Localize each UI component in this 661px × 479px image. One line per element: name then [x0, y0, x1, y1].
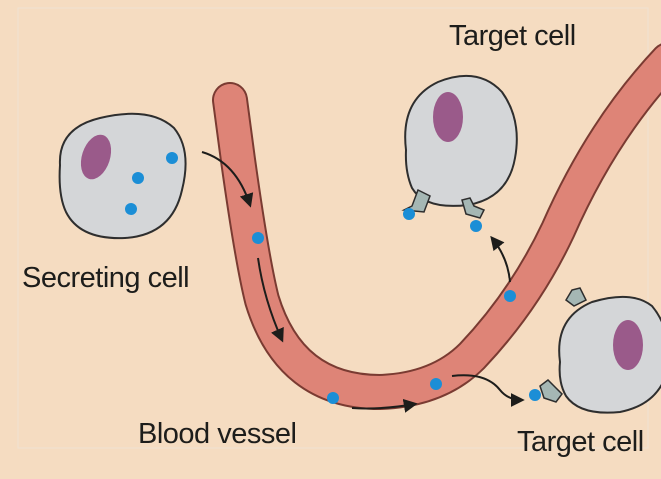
- blood-vessel-label: Blood vessel: [138, 418, 296, 451]
- signal-molecule: [529, 389, 541, 401]
- target-cell-lower-nucleus: [613, 320, 643, 370]
- secreting-cell-label: Secreting cell: [22, 262, 189, 295]
- signal-molecule: [403, 208, 415, 220]
- target-cell-upper-body: [405, 76, 517, 206]
- signal-molecule: [470, 220, 482, 232]
- signal-molecule: [132, 172, 144, 184]
- secreting-cell: [60, 114, 186, 238]
- target-cell-upper-nucleus: [433, 92, 463, 142]
- target-cell-label: Target cell: [449, 20, 576, 53]
- target-cell-lower-body: [559, 297, 661, 413]
- target-cell-label: Target cell: [517, 426, 644, 459]
- signal-molecule: [327, 392, 339, 404]
- signal-molecule: [252, 232, 264, 244]
- signal-molecule: [125, 203, 137, 215]
- secreting-cell-body: [60, 114, 186, 238]
- signal-molecule: [430, 378, 442, 390]
- signal-molecule: [504, 290, 516, 302]
- signal-molecule: [166, 152, 178, 164]
